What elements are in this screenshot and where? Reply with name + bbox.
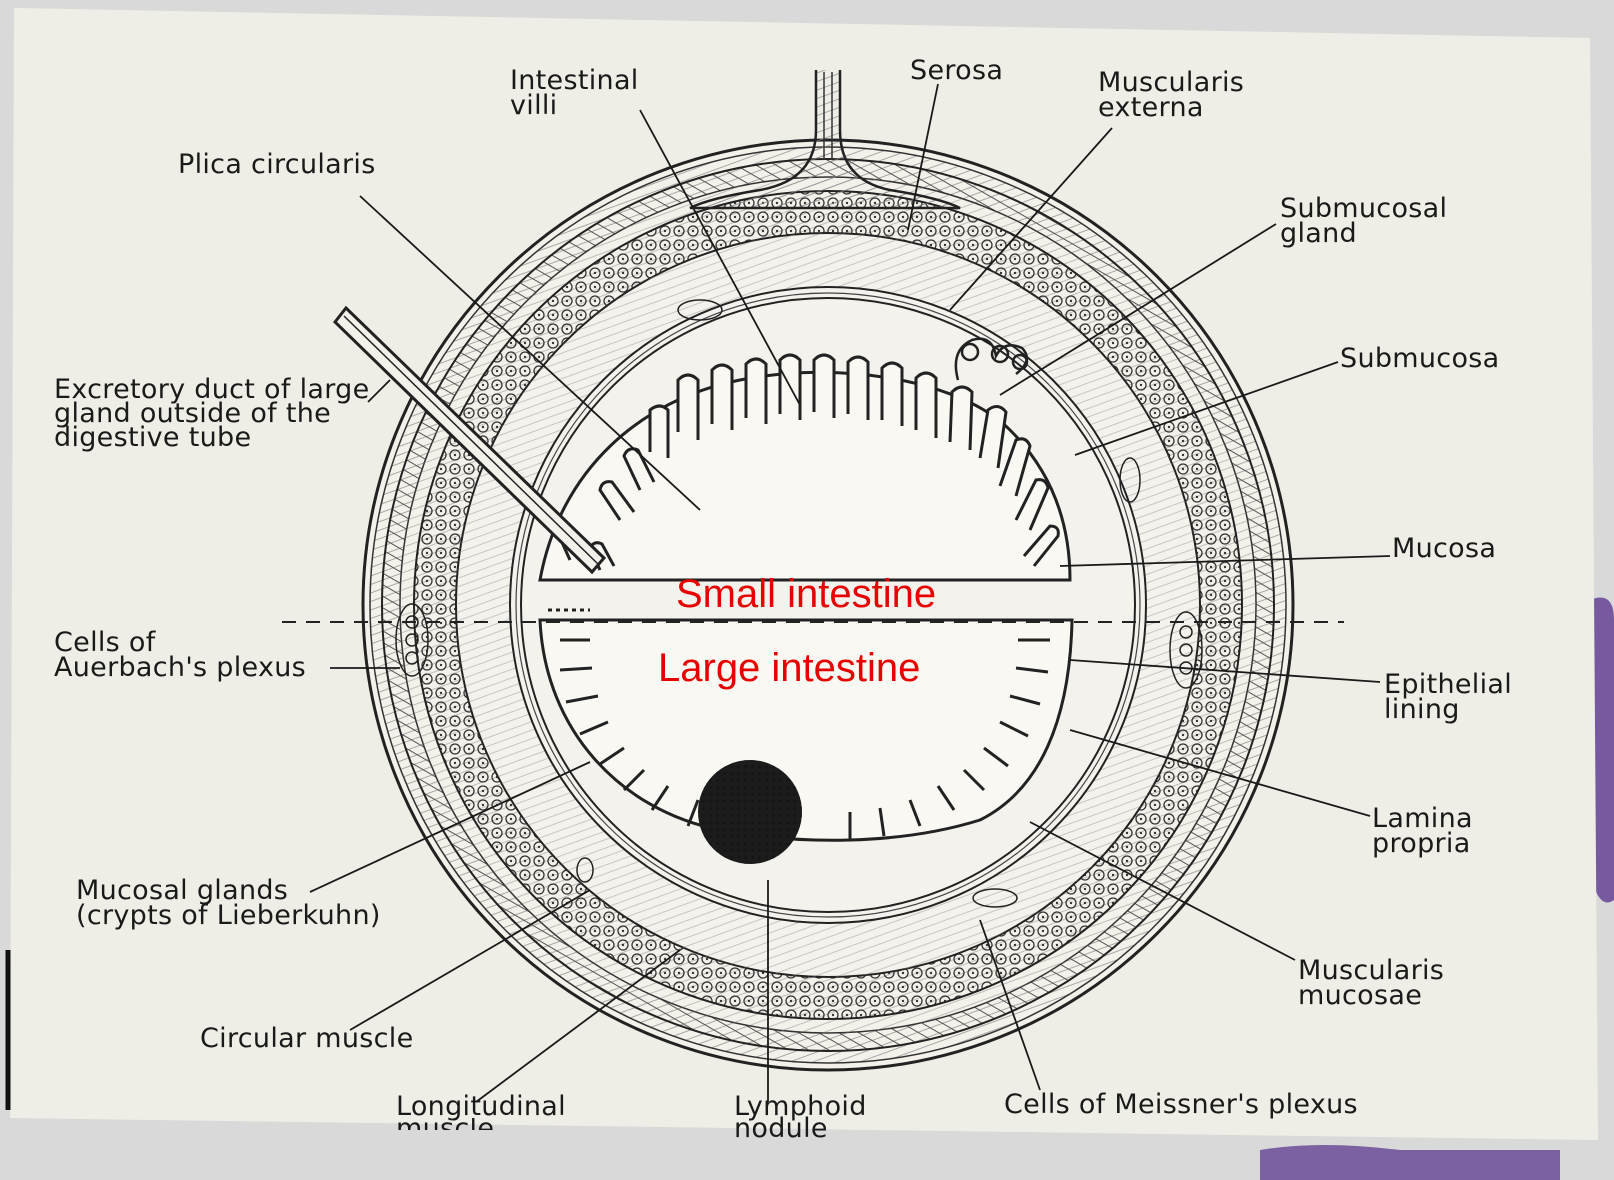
label-mucosa: Mucosa [1392,536,1496,561]
lymphoid-nodule [698,760,802,864]
label-submucosa: Submucosa [1340,346,1499,371]
label-mucosal-glands: Mucosal glands(crypts of Lieberkuhn) [76,878,381,928]
annotation-small-intestine: Small intestine [676,572,936,617]
label-circular-muscle: Circular muscle [200,1026,414,1051]
label-plica-circularis: Plica circularis [178,152,376,177]
label-serosa: Serosa [910,58,1003,83]
annotation-large-intestine: Large intestine [658,646,920,691]
label-meissner-plexus: Cells of Meissner's plexus [1004,1092,1358,1117]
label-longitudinal-muscle: Longitudinalmuscle [396,1096,566,1130]
